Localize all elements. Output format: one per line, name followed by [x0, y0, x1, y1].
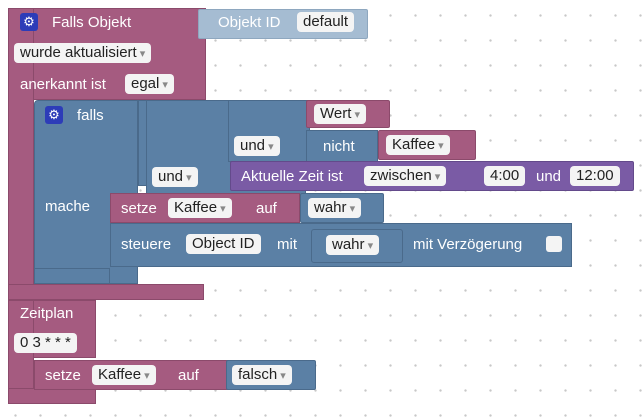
- set-label-1: setze: [121, 200, 157, 217]
- set-variable-dropdown-2[interactable]: Kaffee: [92, 365, 156, 385]
- if-label: falls: [77, 107, 104, 124]
- schedule-title: Zeitplan: [20, 305, 74, 322]
- schedule-bottom-bar: [8, 388, 96, 404]
- gear-icon[interactable]: ⚙: [20, 13, 38, 31]
- ack-dropdown[interactable]: egal: [125, 74, 174, 94]
- bool-dropdown-2[interactable]: falsch: [232, 365, 292, 385]
- do-label: mache: [45, 198, 91, 215]
- time-to-field[interactable]: 12:00: [570, 166, 620, 186]
- variable-dropdown-wert[interactable]: Wert: [314, 104, 366, 124]
- time-from-field[interactable]: 4:00: [484, 166, 526, 186]
- control-with-label: mit: [277, 236, 297, 253]
- delay-checkbox[interactable]: [546, 236, 562, 252]
- not-block[interactable]: [306, 130, 378, 162]
- event-title: Falls Objekt: [52, 14, 132, 31]
- and-operator-dropdown-2[interactable]: und: [152, 167, 198, 187]
- set-variable-dropdown-1[interactable]: Kaffee: [168, 198, 232, 218]
- time-and-label: und: [536, 168, 562, 185]
- not-label: nicht: [323, 138, 355, 155]
- gear-icon[interactable]: ⚙: [45, 106, 63, 124]
- delay-label: mit Verzögerung: [413, 236, 523, 253]
- bool-dropdown-1[interactable]: wahr: [308, 198, 362, 218]
- time-label: Aktuelle Zeit ist: [241, 168, 343, 185]
- set-label-2: setze: [45, 367, 81, 384]
- time-operator-dropdown[interactable]: zwischen: [364, 166, 447, 186]
- schedule-cron-field[interactable]: 0 3 * * *: [14, 333, 77, 353]
- set-to-label-1: auf: [256, 200, 277, 217]
- and-operator-dropdown-1[interactable]: und: [234, 136, 280, 156]
- ack-label: anerkannt ist: [20, 76, 106, 93]
- object-id-label: Objekt ID: [218, 14, 281, 31]
- event-block-bottom-bar: [8, 284, 204, 300]
- set-to-label-2: auf: [178, 367, 199, 384]
- variable-dropdown-kaffee[interactable]: Kaffee: [386, 135, 450, 155]
- control-bool-dropdown[interactable]: wahr: [326, 235, 380, 255]
- control-object-field[interactable]: Object ID: [186, 234, 261, 254]
- object-id-field[interactable]: default: [297, 12, 355, 32]
- control-label: steuere: [121, 236, 172, 253]
- if-do-bottom: [34, 268, 110, 284]
- trigger-dropdown[interactable]: wurde aktualisiert: [14, 43, 152, 63]
